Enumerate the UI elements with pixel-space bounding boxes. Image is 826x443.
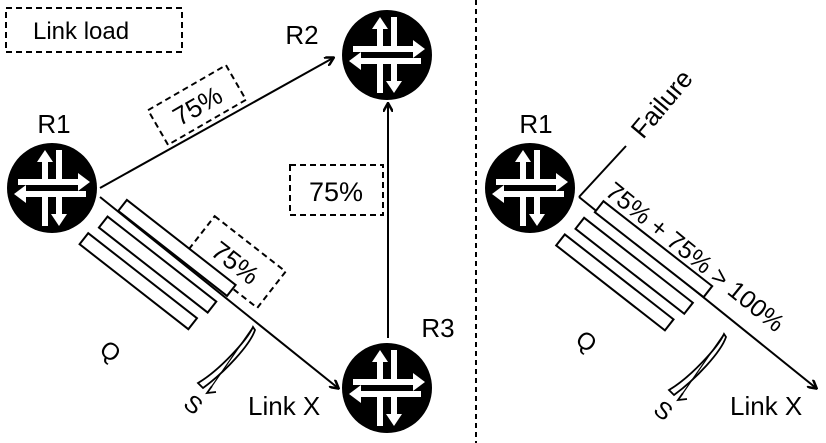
load-badge-r3-r2: 75%	[289, 164, 384, 216]
link-x-label: Link X	[730, 391, 802, 421]
failed-link	[578, 145, 627, 198]
queue-bar	[97, 215, 218, 314]
router-label-r2: R2	[285, 20, 318, 50]
router-icon	[342, 10, 432, 100]
scheduler-label: S	[178, 389, 207, 420]
router-r1-failure[interactable]: R1	[485, 109, 575, 233]
scheduler-icon	[196, 325, 256, 395]
router-icon	[485, 143, 575, 233]
queue-bar	[78, 231, 199, 331]
router-r2[interactable]: R2	[285, 10, 432, 100]
router-label-r1: R1	[519, 109, 552, 139]
router-r3[interactable]: R3	[342, 313, 455, 433]
queue-label: Q	[570, 325, 601, 358]
failure-label: Failure	[625, 64, 699, 144]
queue-bar	[554, 233, 675, 332]
queue-bar	[116, 198, 238, 298]
router-icon	[342, 343, 432, 433]
left-panel: 75% 75% 75% Q S R1 R2	[7, 10, 455, 433]
queue-bar	[574, 216, 695, 316]
router-icon	[7, 143, 97, 233]
link-x-label: Link X	[248, 391, 320, 421]
router-label-r3: R3	[421, 313, 454, 343]
load-label-r3-r2: 75%	[309, 177, 363, 207]
scheduler-icon	[667, 332, 727, 402]
right-panel: Failure 75% + 75% > 100% Q S R1 Link X	[485, 64, 816, 427]
queue-group	[78, 198, 238, 331]
router-r1[interactable]: R1	[7, 109, 97, 233]
queue-group	[554, 199, 714, 332]
legend-label: Link load	[33, 18, 129, 45]
scheduler-label: S	[648, 395, 677, 426]
legend-link-load: Link load	[5, 7, 183, 53]
router-label-r1: R1	[37, 109, 70, 139]
queue-bar	[593, 199, 714, 299]
link-r1-r2	[99, 58, 333, 189]
queue-label: Q	[94, 335, 125, 368]
